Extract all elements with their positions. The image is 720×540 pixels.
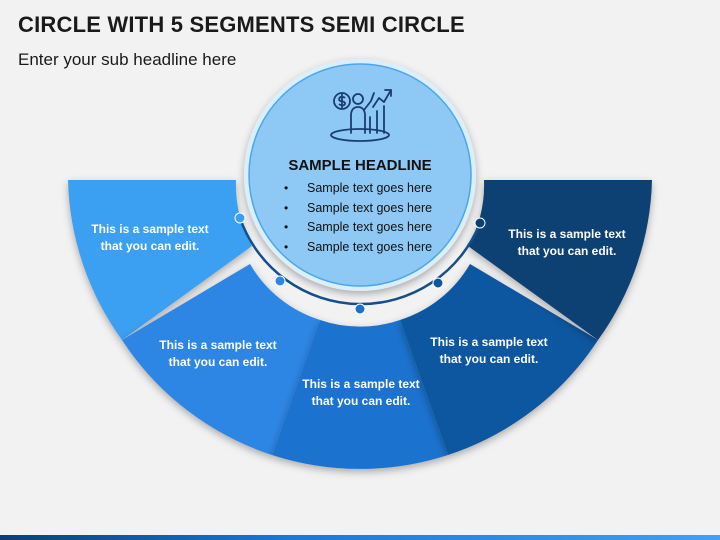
connector-dot-4 <box>432 277 444 289</box>
segment-1[interactable] <box>68 180 252 340</box>
segment-4[interactable] <box>400 264 598 455</box>
segment-4-text: This is a sample text that you can edit. <box>430 335 548 366</box>
page-subtitle: Enter your sub headline here <box>18 50 237 69</box>
center-bullet-list: Sample text goes here Sample text goes h… <box>282 179 452 257</box>
center-headline: SAMPLE HEADLINE <box>288 157 432 174</box>
segment-2[interactable] <box>122 264 320 455</box>
segment-5-text: This is a sample text that you can edit. <box>508 227 626 258</box>
bullet-item: Sample text goes here <box>282 218 452 238</box>
connector-dot-2 <box>274 275 286 287</box>
bullet-item: Sample text goes here <box>282 199 452 219</box>
page-title: CIRCLE WITH 5 SEGMENTS SEMI CIRCLE <box>18 12 465 37</box>
connector-dot-1 <box>234 212 246 224</box>
bullet-item: Sample text goes here <box>282 179 452 199</box>
segment-1-text: This is a sample text that you can edit. <box>91 222 209 253</box>
segment-3-text: This is a sample text that you can edit. <box>302 377 420 408</box>
bottom-accent-bar <box>0 535 720 540</box>
connector-dot-3 <box>354 303 366 315</box>
segment-5[interactable] <box>468 180 652 340</box>
businessman-growth-chart-icon <box>330 89 392 142</box>
bullet-item: Sample text goes here <box>282 238 452 258</box>
segment-3[interactable] <box>272 320 448 469</box>
segment-2-text: This is a sample text that you can edit. <box>159 338 277 369</box>
connector-dot-5 <box>474 217 486 229</box>
